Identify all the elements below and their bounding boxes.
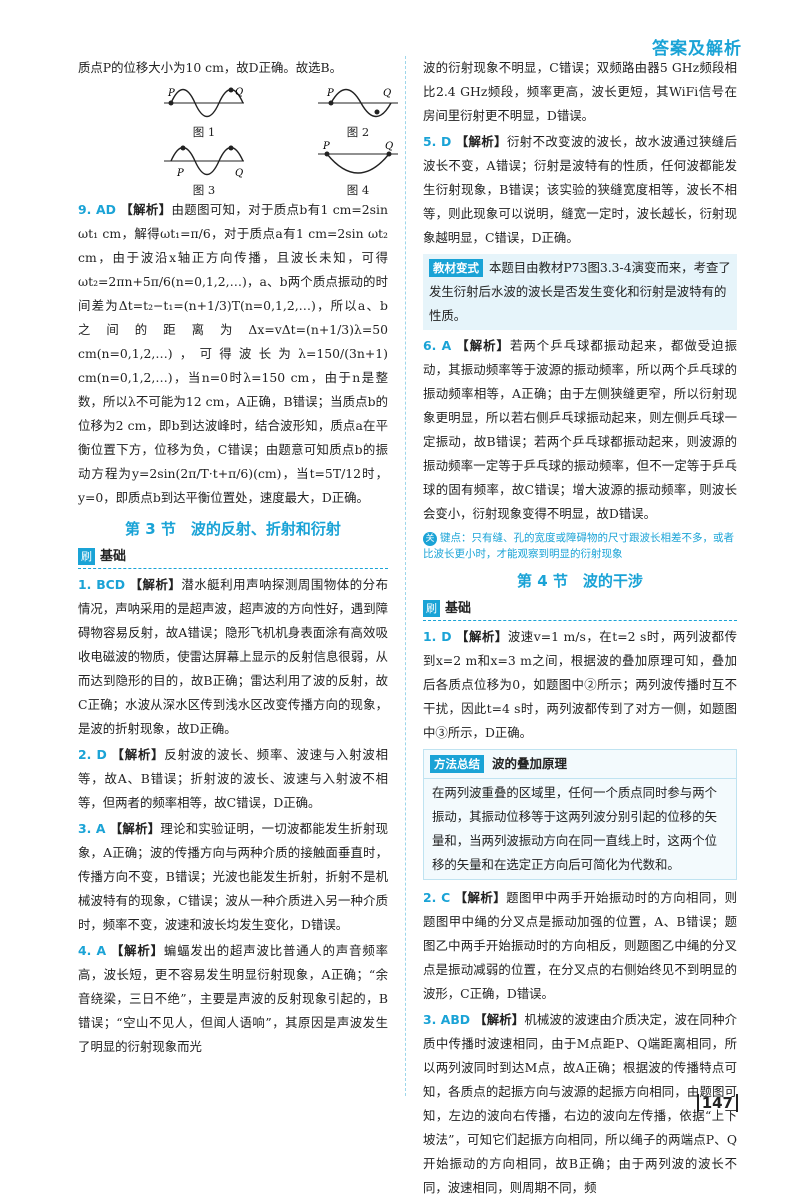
wave-figure-3-graphic: P Q: [164, 145, 244, 179]
answer-s3-4-number: 4. A: [78, 943, 107, 958]
wave-figure-2-caption: 图 2: [346, 125, 370, 139]
right-column: 波的衍射现象不明显，C错误；双频路由器5 GHz频段相比2.4 GHz频段，频率…: [423, 56, 737, 1202]
answer-s3-5: 5. D【解析】衍射不改变波的波长，故水波通过狭缝后波长不变，A错误；衍射是波特…: [423, 130, 737, 250]
fig1-p-label: P: [167, 88, 175, 99]
answer-s3-2-text: 反射波的波长、频率、波速与入射波相等，故A、B错误；折射波的波长、波速与入射波不…: [78, 747, 389, 810]
wave-figures: P Q 图 1 P Q 图 2: [134, 82, 398, 198]
wave-figure-4: P Q 图 4: [288, 140, 428, 198]
textbook-variant-box: 教材变式本题目由教材P73图3.3-4演变而来，考查了发生衍射后水波的波长是否发…: [423, 254, 737, 330]
answer-s3-2-number: 2. D: [78, 747, 107, 762]
method-summary-box: 方法总结 波的叠加原理 在两列波重叠的区域里，任何一个质点同时参与两个振动，其振…: [423, 749, 737, 880]
fig1-q-label: Q: [235, 87, 243, 98]
answer-9-tag: 【解析】: [119, 202, 172, 217]
wave-figure-1-graphic: P Q: [164, 87, 244, 118]
answer-s3-1-number: 1. BCD: [78, 577, 126, 592]
method-summary-head: 方法总结 波的叠加原理: [424, 750, 736, 779]
key-point-text: 键点：只有缝、孔的宽度或障碍物的尺寸跟波长相差不多，或者比波长更小时，才能观察到…: [423, 532, 734, 560]
method-summary-title: 波的叠加原理: [492, 756, 568, 771]
basic-bar-right: 刷 基础: [423, 598, 737, 621]
method-summary-badge: 方法总结: [430, 755, 484, 773]
basic-mark-icon: 刷: [78, 548, 95, 565]
answer-s3-3-text: 理论和实验证明，一切波都能发生折射现象，A正确；波的传播方向与两种介质的接触面垂…: [78, 821, 388, 932]
answer-s3-6-tag: 【解析】: [455, 338, 510, 353]
wave-figure-3: P Q 图 3: [134, 140, 274, 198]
page-header-title: 答案及解析: [652, 39, 742, 59]
textbook-variant-text: 本题目由教材P73图3.3-4演变而来，考查了发生衍射后水波的波长是否发生变化和…: [429, 260, 731, 323]
key-point-icon: 关: [423, 532, 437, 546]
answer-s3-4-text: 蝙蝠发出的超声波比普通人的声音频率高，波长短，更不容易发生明显衍射现象，A正确；…: [78, 943, 388, 1054]
wave-figure-2: P Q 图 2: [288, 82, 428, 140]
wave-figure-4-graphic: P Q: [318, 141, 398, 174]
basic-mark-icon: 刷: [423, 600, 440, 617]
key-point-note: 关键点：只有缝、孔的宽度或障碍物的尺寸跟波长相差不多，或者比波长更小时，才能观察…: [423, 530, 737, 562]
section-3-title: 第 3 节 波的反射、折射和衍射: [125, 520, 341, 538]
wave-figure-4-caption: 图 4: [346, 183, 370, 197]
fig3-q-label: Q: [235, 168, 243, 179]
wave-figure-1-caption: 图 1: [192, 125, 216, 139]
method-summary-body: 在两列波重叠的区域里，任何一个质点同时参与两个振动，其振动位移等于这两列波分别引…: [432, 785, 717, 872]
answer-s3-5-tag: 【解析】: [455, 134, 507, 149]
answer-s3-1-text: 潜水艇利用声呐探测周围物体的分布情况，声呐采用的是超声波，超声波的方向性好，遇到…: [78, 577, 389, 736]
answer-s4-3: 3. ABD【解析】机械波的波速由介质决定，波在同种介质中传播时波速相同，由于M…: [423, 1008, 737, 1200]
fig3-p-label: P: [176, 168, 184, 179]
answer-s3-3-number: 3. A: [78, 821, 106, 836]
answer-s3-3: 3. A【解析】理论和实验证明，一切波都能发生折射现象，A正确；波的传播方向与两…: [78, 817, 388, 937]
page-number-value: 147: [696, 1094, 738, 1112]
wave-figure-1: P Q 图 1: [134, 82, 274, 140]
answer-s3-1: 1. BCD【解析】潜水艇利用声呐探测周围物体的分布情况，声呐采用的是超声波，超…: [78, 573, 388, 741]
answer-s4-3-tag: 【解析】: [474, 1012, 525, 1027]
page-number: 147: [696, 1094, 738, 1112]
answer-s4-3-number: 3. ABD: [423, 1012, 471, 1027]
answer-s3-6: 6. A【解析】若两个乒乓球都振动起来，都做受迫振动，其振动频率等于波源的振动频…: [423, 334, 737, 526]
answer-s4-2-tag: 【解析】: [454, 890, 507, 905]
answer-s4-1-tag: 【解析】: [455, 629, 508, 644]
answer-s3-4: 4. A【解析】蝙蝠发出的超声波比普通人的声音频率高，波长短，更不容易发生明显衍…: [78, 939, 388, 1059]
fig4-q-label: Q: [385, 141, 393, 152]
basic-bar-left: 刷 基础: [78, 546, 388, 569]
fig4-p-label: P: [322, 141, 330, 152]
answer-s4-1-text: 波速v=1 m/s，在t=2 s时，两列波都传到x=2 m和x=3 m之间，根据…: [423, 629, 738, 740]
answer-s3-2-tag: 【解析】: [110, 747, 165, 762]
answer-s4-2: 2. C【解析】题图甲中两手开始振动时的方向相同，则题图甲中绳的分叉点是振动加强…: [423, 886, 737, 1006]
basic-label: 基础: [100, 549, 127, 564]
answer-s3-1-tag: 【解析】: [129, 577, 182, 592]
section-4-title: 第 4 节 波的干涉: [517, 572, 643, 590]
answer-s3-5-number: 5. D: [423, 134, 452, 149]
answer-s4-2-text: 题图甲中两手开始振动时的方向相同，则题图甲中绳的分叉点是振动加强的位置，A、B错…: [423, 890, 738, 1001]
column-divider: [405, 56, 406, 1096]
basic-label: 基础: [445, 601, 472, 616]
answer-9-text: 由题图可知，对于质点b有1 cm=2sin ωt₁ cm，解得ωt₁=π/6，对…: [78, 202, 388, 505]
answer-s3-6-text: 若两个乒乓球都振动起来，都做受迫振动，其振动频率等于波源的振动频率，所以两个乒乓…: [423, 338, 738, 521]
textbook-variant-badge: 教材变式: [429, 259, 483, 277]
answer-s3-5-text: 衍射不改变波的波长，故水波通过狭缝后波长不变，A错误；衍射是波特有的性质，任何波…: [423, 134, 737, 245]
answer-s4-3-text: 机械波的波速由介质决定，波在同种介质中传播时波速相同，由于M点距P、Q端距离相同…: [423, 1012, 738, 1195]
left-column: 质点P的位移大小为10 cm，故D正确。故选B。 P Q 图 1 P: [78, 56, 398, 1061]
page: 答案及解析 质点P的位移大小为10 cm，故D正确。故选B。 P Q 图 1: [78, 39, 742, 1195]
answer-s3-6-number: 6. A: [423, 338, 452, 353]
answer-s3-2: 2. D【解析】反射波的波长、频率、波速与入射波相等，故A、B错误；折射波的波长…: [78, 743, 388, 815]
intro-text: 质点P的位移大小为10 cm，故D正确。故选B。: [78, 60, 343, 75]
fig2-p-label: P: [326, 88, 334, 99]
fig2-q-label: Q: [383, 88, 391, 99]
answer-9: 9. AD【解析】由题图可知，对于质点b有1 cm=2sin ωt₁ cm，解得…: [78, 198, 388, 510]
answer-s3-4-tag: 【解析】: [110, 943, 164, 958]
wave-figure-3-caption: 图 3: [192, 183, 216, 197]
answer-s4-1-number: 1. D: [423, 629, 452, 644]
wave-figure-2-graphic: P Q: [318, 88, 398, 118]
answer-s4-1: 1. D【解析】波速v=1 m/s，在t=2 s时，两列波都传到x=2 m和x=…: [423, 625, 737, 745]
answer-9-number: 9. AD: [78, 202, 116, 217]
answer-s4-2-number: 2. C: [423, 890, 451, 905]
answer-4-continued: 波的衍射现象不明显，C错误；双频路由器5 GHz频段相比2.4 GHz频段，频率…: [423, 60, 737, 123]
answer-s3-3-tag: 【解析】: [109, 821, 161, 836]
